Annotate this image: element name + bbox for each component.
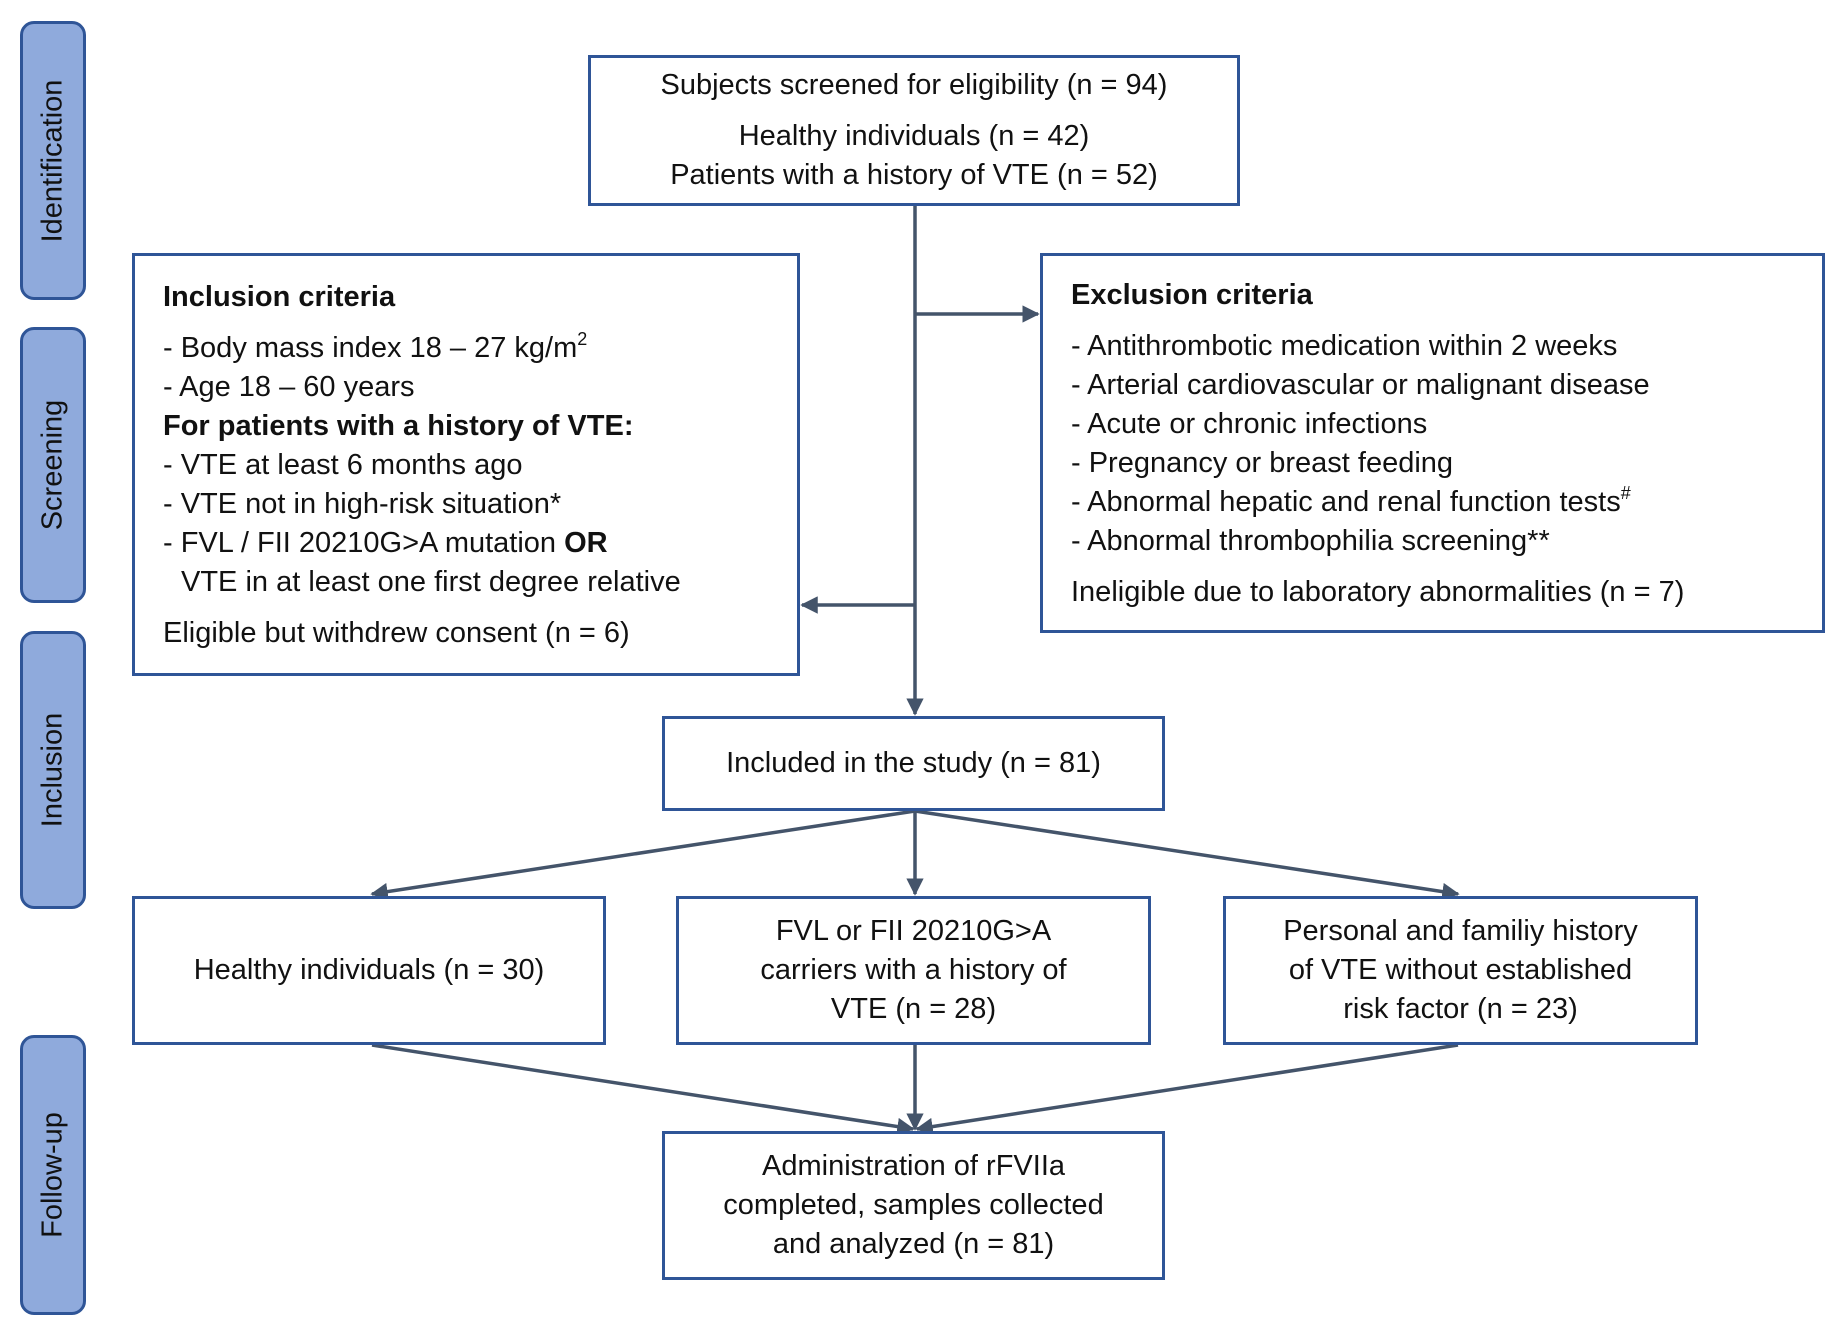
group-line: FVL or FII 20210G>A [775,915,1052,947]
arrow-to-history-group [914,809,1460,901]
group-line: carriers with a history of [760,954,1067,986]
group-line: risk factor (n = 23) [1343,993,1578,1025]
exclusion-item: - Abnormal hepatic and renal function te… [1071,483,1631,518]
exclusion-item: - Abnormal thrombophilia screening** [1071,525,1550,557]
inclusion-item-relative: VTE in at least one first degree relativ… [181,566,681,598]
inclusion-item-mutation: - FVL / FII 20210G>A mutation OR [163,527,608,559]
included-label: Included in the study (n = 81) [726,747,1101,779]
inclusion-item-vte-6mo: - VTE at least 6 months ago [163,449,523,481]
inclusion-item-vte-risk: - VTE not in high-risk situation* [163,488,562,520]
ineligible-count: Ineligible due to laboratory abnormaliti… [1071,576,1685,608]
followup-box: Administration of rFVIIa completed, samp… [662,1131,1165,1280]
group-line: Healthy individuals (n = 30) [193,954,545,986]
exclusion-criteria-box: Exclusion criteria - Antithrombotic medi… [1040,253,1825,633]
inclusion-criteria-box: Inclusion criteria - Body mass index 18 … [132,253,800,676]
stage-follow-up: Follow-up [20,1035,86,1315]
arrow-healthy-to-followup [371,1043,915,1136]
or-keyword: OR [564,527,608,559]
group-line: Personal and familiy history [1283,915,1638,947]
stage-identification: Identification [20,21,86,300]
screened-healthy: Healthy individuals (n = 42) [738,120,1090,152]
included-box: Included in the study (n = 81) [662,716,1165,811]
stage-screening: Screening [20,327,86,603]
group-healthy-box: Healthy individuals (n = 30) [132,896,606,1045]
inclusion-item-age: - Age 18 – 60 years [163,371,415,403]
followup-line: and analyzed (n = 81) [772,1228,1055,1260]
group-carriers-box: FVL or FII 20210G>A carriers with a hist… [676,896,1151,1045]
inclusion-title: Inclusion criteria [163,281,396,313]
exclusion-title: Exclusion criteria [1071,279,1313,311]
group-line: VTE (n = 28) [830,993,997,1025]
withdrew-consent: Eligible but withdrew consent (n = 6) [163,617,630,649]
group-history-box: Personal and familiy history of VTE with… [1223,896,1698,1045]
stage-inclusion: Inclusion [20,631,86,909]
followup-line: completed, samples collected [723,1189,1104,1221]
inclusion-item-bmi: - Body mass index 18 – 27 kg/m2 [163,329,588,364]
group-line: of VTE without established [1288,954,1633,986]
screened-patients: Patients with a history of VTE (n = 52) [670,159,1158,191]
exclusion-item: - Acute or chronic infections [1071,408,1428,440]
exclusion-item: - Arterial cardiovascular or malignant d… [1071,369,1650,401]
screened-total: Subjects screened for eligibility (n = 9… [660,69,1168,101]
followup-line: Administration of rFVIIa [762,1150,1065,1182]
screened-box: Subjects screened for eligibility (n = 9… [588,55,1240,206]
inclusion-subheading: For patients with a history of VTE: [163,410,634,442]
bmi-superscript: 2 [577,329,588,349]
exclusion-item: - Antithrombotic medication within 2 wee… [1071,330,1618,362]
hash-superscript: # [1620,483,1631,503]
exclusion-item: - Pregnancy or breast feeding [1071,447,1454,479]
arrow-history-to-followup [915,1043,1459,1136]
arrow-to-healthy-group [370,809,916,901]
